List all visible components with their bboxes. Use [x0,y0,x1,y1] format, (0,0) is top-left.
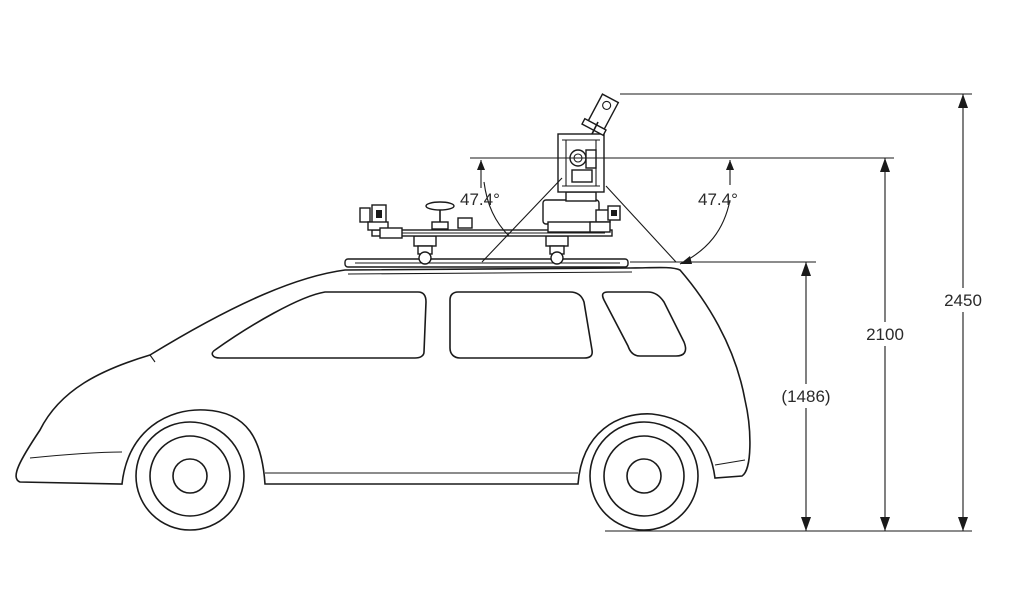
gnss-antenna [425,201,473,230]
total-height-label: 2450 [944,291,982,310]
extension-lines [470,93,972,532]
rear-window [601,291,687,357]
right-camera-assembly [589,205,621,233]
front-wheel [135,421,245,531]
roof-height-label: (1486) [781,387,830,406]
front-window [211,291,427,359]
roof-rails [344,258,629,268]
right-angle-label: 47.4° [698,190,738,209]
car-body [15,266,751,485]
rack-height-label: 2100 [866,325,904,344]
dimension-2450 [958,94,968,531]
lidar-scanner-tower [557,93,620,193]
crossbar [371,229,613,237]
left-camera-assembly [359,204,403,239]
middle-window [449,291,593,359]
car-windows [211,291,687,359]
rear-wheel [589,421,699,531]
left-angle-label: 47.4° [460,190,500,209]
